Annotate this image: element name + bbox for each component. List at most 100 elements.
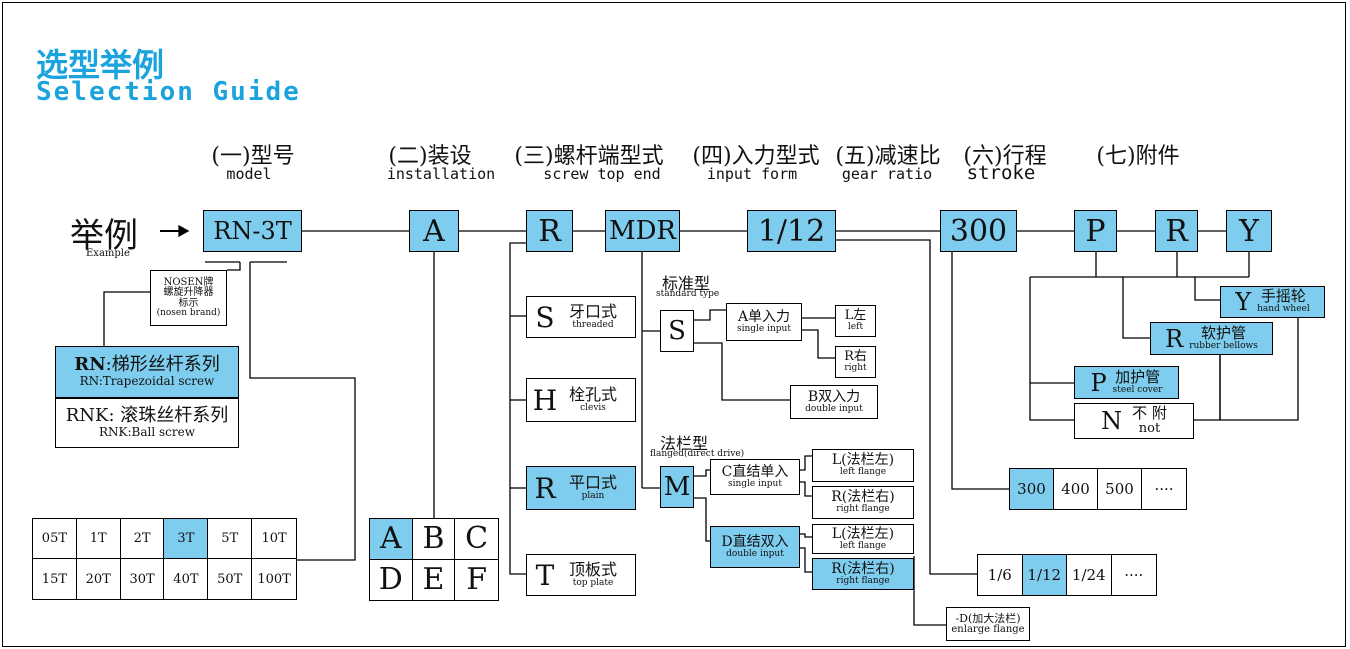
- code-model-box: RN-3T: [203, 210, 302, 252]
- input-r-en: right: [844, 363, 867, 374]
- screw-end-cn: 栓孔式: [569, 384, 618, 404]
- brand-line-3: 标示: [178, 297, 199, 309]
- accessory-letter: R: [1165, 324, 1184, 353]
- code-input-box: MDR: [605, 210, 680, 252]
- ratio-cell: 1/24: [1067, 555, 1112, 595]
- code-acc-p-box: P: [1074, 210, 1117, 252]
- tonnage-cell: 50T: [208, 559, 253, 599]
- accessory-cn: 软护管: [1201, 323, 1247, 342]
- input-lf-cn: L(法栏左): [831, 452, 895, 469]
- input-lf2-cn: L(法栏左): [831, 525, 895, 542]
- screw-end-en: top plate: [572, 577, 614, 588]
- series-rnk-cn: RNK: 滚珠丝杆系列: [65, 405, 229, 427]
- input-l-cn: L左: [844, 308, 867, 324]
- input-rf-box: R(法栏右) right flange: [812, 486, 914, 519]
- accessory-en: not: [1138, 421, 1161, 437]
- series-rn-prefix: RN: [74, 354, 106, 376]
- code-screw-end-box: R: [526, 210, 573, 252]
- stroke-cell-selected: 300: [1010, 469, 1054, 509]
- example-label-en: Example: [86, 248, 130, 259]
- accessory-en: rubber bellows: [1189, 340, 1258, 351]
- accessory-en: hand wheel: [1257, 304, 1310, 315]
- title-en: Selection Guide: [36, 77, 301, 107]
- stroke-cell: 400: [1054, 469, 1098, 509]
- input-c-cn: C直结单入: [721, 463, 789, 480]
- input-d-box-selected: D直结双入 double input: [710, 526, 800, 568]
- accessory-cn: 加护管: [1115, 367, 1161, 386]
- series-rn-cn: :梯形丝杆系列: [105, 354, 220, 376]
- code-installation-box: A: [409, 210, 459, 252]
- tonnage-cell: 5T: [208, 519, 253, 559]
- code-stroke-box: 300: [940, 210, 1017, 252]
- input-lf2-en: left flange: [839, 540, 887, 551]
- input-standard-en: standard type: [656, 289, 720, 299]
- input-lf-en: left flange: [839, 467, 887, 478]
- input-flanged-cn: 法栏型: [660, 434, 709, 453]
- input-d-en: double input: [726, 548, 784, 559]
- input-standard-cn: 标准型: [662, 274, 711, 293]
- input-b-en: double input: [805, 403, 863, 414]
- input-rf2-en: right flange: [836, 575, 890, 586]
- header-installation-cn: (二)装设: [388, 144, 472, 169]
- input-enlarge-en: enlarge flange: [951, 623, 1025, 635]
- installation-cell: B: [412, 519, 456, 560]
- input-d-cn: D直结双入: [721, 533, 789, 550]
- input-lf2-box: L(法栏左) left flange: [812, 524, 914, 554]
- brand-box: NOSEN牌 螺旋升降器 标示 (nosen brand): [150, 270, 227, 326]
- accessory-cn: 手摇轮: [1260, 287, 1306, 306]
- installation-grid: A B C D E F: [369, 518, 499, 601]
- accessory-letter: N: [1101, 407, 1123, 435]
- input-flanged-en: flanged(direct drive): [650, 449, 745, 459]
- input-r-cn: R右: [844, 349, 867, 365]
- input-a-box: A单入力 single input: [726, 303, 802, 341]
- ratio-cell-selected: 1/12: [1022, 555, 1067, 595]
- accessory-letter: Y: [1235, 288, 1252, 316]
- header-stroke-cn: (六)行程: [963, 144, 1047, 169]
- header-installation-en: installation: [386, 165, 496, 183]
- input-a-en: single input: [737, 323, 791, 334]
- title-cn: 选型举例: [36, 46, 165, 84]
- accessory-letter: P: [1090, 368, 1107, 397]
- tonnage-cell: 05T: [33, 519, 77, 559]
- tonnage-cell: 30T: [121, 559, 165, 599]
- screw-end-letter: R: [534, 471, 556, 505]
- header-input-cn: (四)入力型式: [692, 144, 820, 169]
- tonnage-grid: 05T 1T 2T 3T 5T 10T 15T 20T 30T 40T 50T …: [32, 518, 297, 600]
- input-standard-s-box: S: [660, 310, 694, 352]
- stroke-grid: 300 400 500 ····: [1009, 468, 1187, 510]
- header-model-en: model: [226, 165, 272, 183]
- brand-line-4: (nosen brand): [156, 308, 221, 319]
- header-model-cn: (一)型号: [211, 144, 295, 169]
- input-a-cn: A单入力: [737, 308, 791, 325]
- ratio-cell: 1/6: [978, 555, 1023, 595]
- brand-line-2: 螺旋升降器: [163, 287, 214, 299]
- screw-end-en: threaded: [572, 319, 614, 330]
- input-enlarge-cn: -D(加大法栏): [955, 611, 1021, 625]
- installation-cell: C: [455, 519, 498, 560]
- screw-end-letter: S: [535, 300, 555, 334]
- header-ratio-en: gear ratio: [841, 165, 933, 183]
- brand-line-1: NOSEN牌: [163, 276, 214, 288]
- series-rnk-box: RNK: 滚珠丝杆系列 RNK:Ball screw: [55, 398, 239, 448]
- input-c-en: single input: [728, 478, 782, 489]
- screw-end-en: plain: [581, 490, 605, 501]
- tonnage-cell: 2T: [120, 519, 165, 559]
- screw-end-en: clevis: [580, 402, 606, 413]
- ratio-grid: 1/6 1/12 1/24 ····: [977, 554, 1157, 596]
- installation-cell: F: [466, 562, 488, 598]
- screw-end-cn: 平口式: [569, 472, 618, 492]
- series-rnk-en: RNK:Ball screw: [99, 425, 195, 440]
